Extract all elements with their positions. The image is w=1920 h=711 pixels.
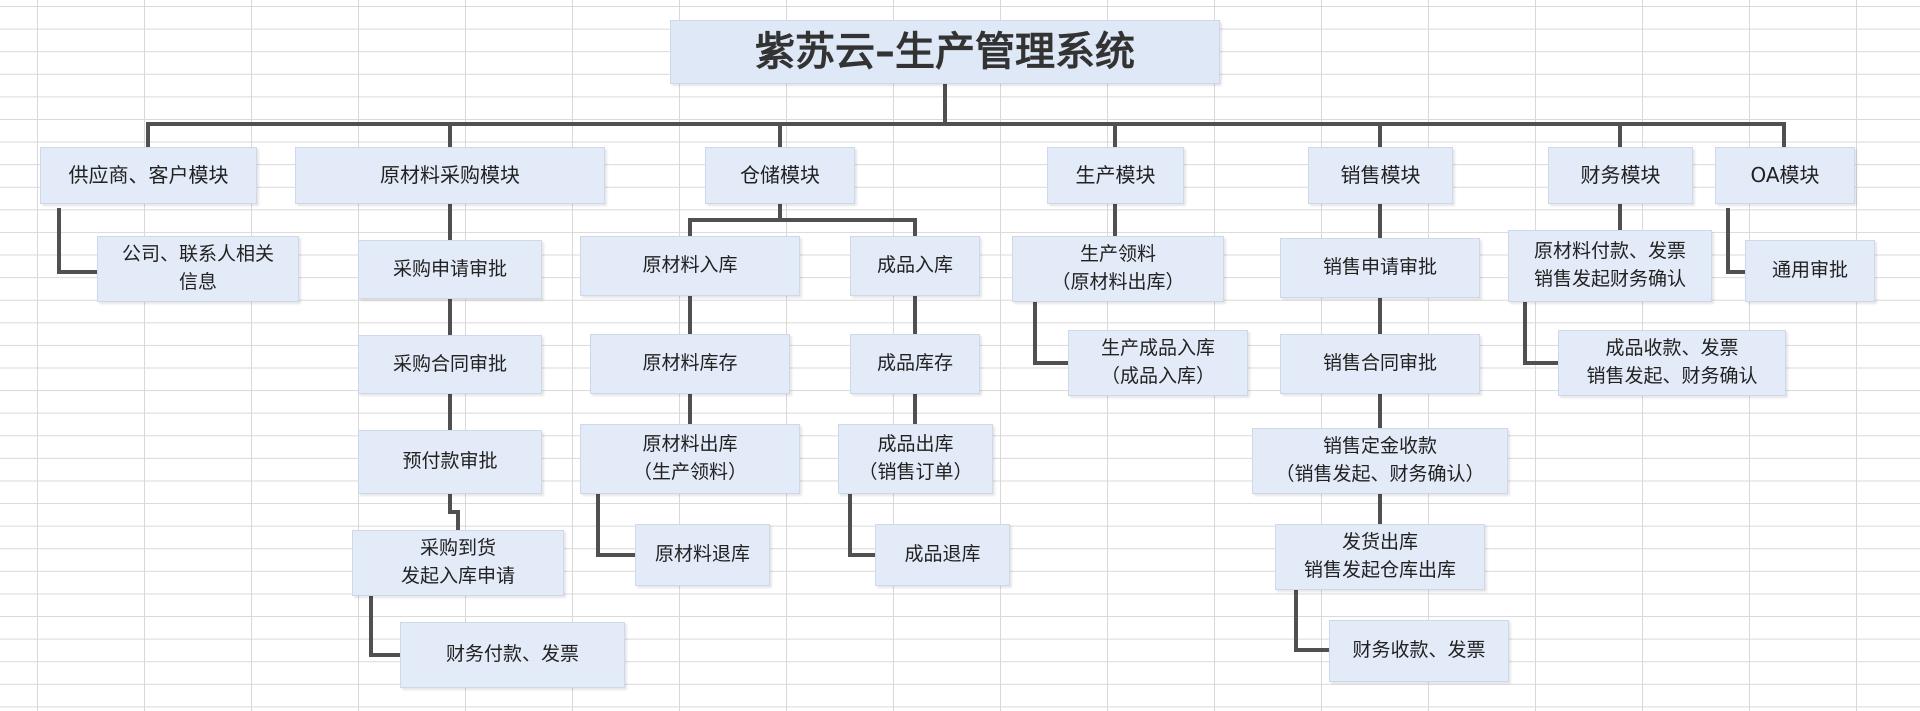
node-production-finished-inbound: 生产成品入库 （成品入库） [1068,330,1248,396]
node-sales-deposit: 销售定金收款 （销售发起、财务确认） [1252,428,1508,494]
node-prepayment-approval: 预付款审批 [358,430,542,494]
node-raw-inbound: 原材料入库 [580,236,800,296]
node-sales-contract-approval: 销售合同审批 [1280,334,1480,394]
node-raw-return: 原材料退库 [635,524,770,586]
node-finance-receipt-invoice: 财务收款、发票 [1329,620,1509,682]
module-finance: 财务模块 [1548,147,1693,204]
node-raw-payment-invoice: 原材料付款、发票 销售发起财务确认 [1508,230,1712,302]
node-sales-request-approval: 销售申请审批 [1280,238,1480,298]
node-finished-return: 成品退库 [875,524,1010,586]
module-purchase: 原材料采购模块 [295,147,605,204]
node-general-approval: 通用审批 [1745,240,1875,302]
node-finished-outbound: 成品出库 （销售订单） [838,424,993,494]
node-finished-receipt-invoice: 成品收款、发票 销售发起、财务确认 [1558,330,1786,396]
module-oa: OA模块 [1715,147,1855,204]
node-purchase-request-approval: 采购申请审批 [358,240,542,299]
module-production: 生产模块 [1047,147,1184,204]
node-purchase-arrival: 采购到货 发起入库申请 [352,530,564,596]
module-supplier-customer: 供应商、客户模块 [40,147,257,204]
node-shipment-outbound: 发货出库 销售发起仓库出库 [1275,524,1485,590]
node-raw-stock: 原材料库存 [590,334,790,394]
node-raw-outbound: 原材料出库 （生产领料） [580,424,800,494]
module-warehouse: 仓储模块 [705,147,855,204]
node-purchase-contract-approval: 采购合同审批 [358,335,542,394]
page-title: 紫苏云–生产管理系统 [670,20,1220,84]
module-sales: 销售模块 [1308,147,1453,204]
node-finance-payment-invoice: 财务付款、发票 [400,622,625,688]
node-production-material-pick: 生产领料 （原材料出库） [1012,236,1224,302]
node-finished-stock: 成品库存 [850,334,980,394]
node-company-contacts: 公司、联系人相关 信息 [97,236,299,302]
node-finished-inbound: 成品入库 [850,236,980,296]
